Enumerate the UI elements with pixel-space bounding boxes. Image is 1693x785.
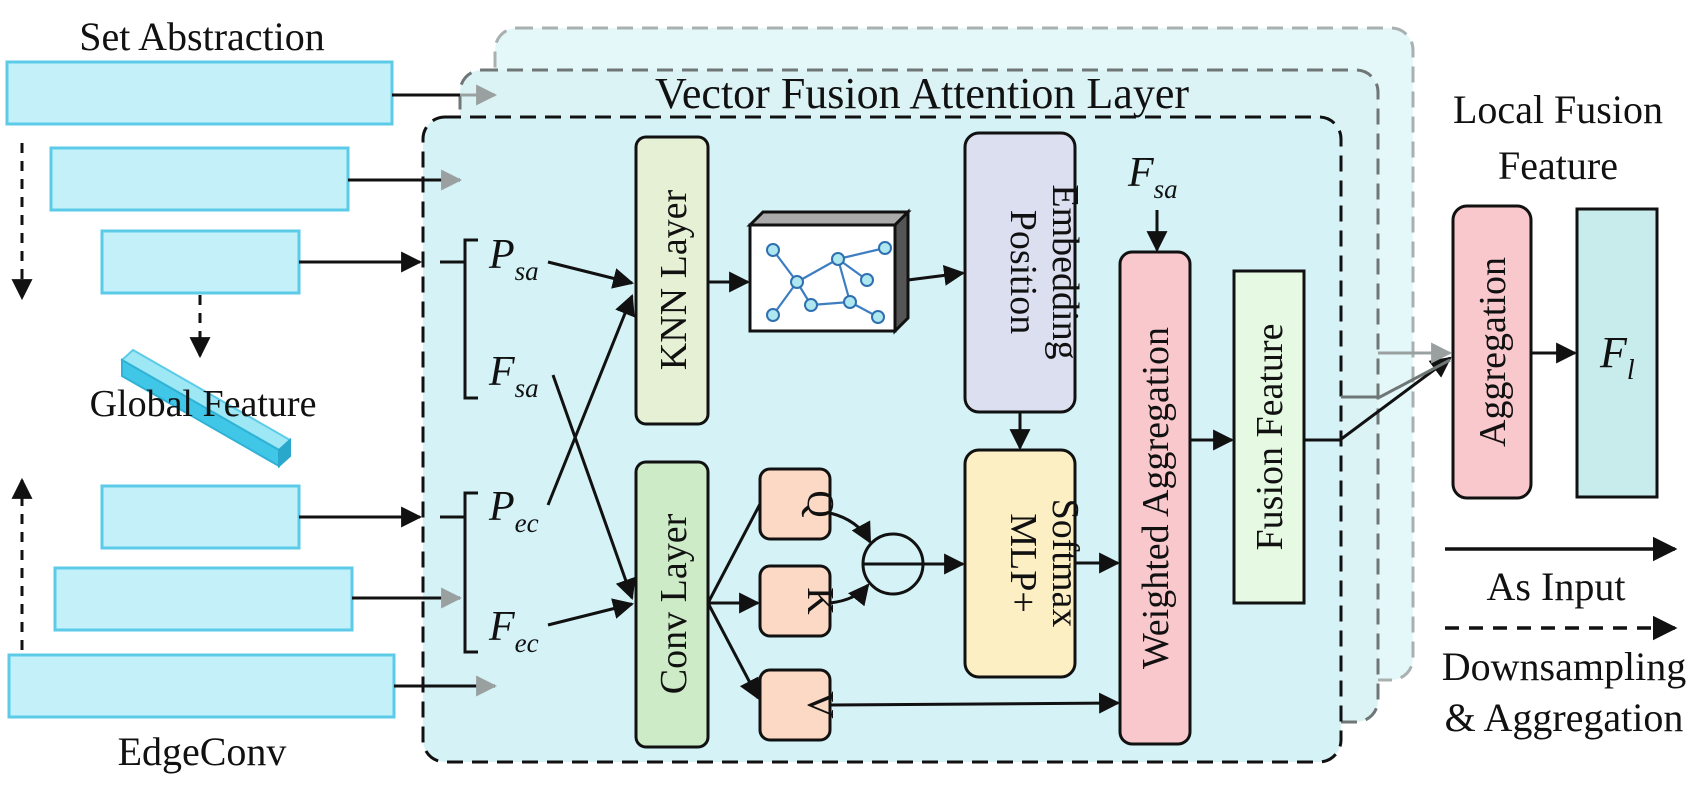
f-ec-label: Fec	[488, 604, 539, 658]
fl-output-block	[1575, 207, 1659, 499]
p-sa-label: Psa	[488, 232, 539, 286]
global-feature-label: Global Feature	[90, 383, 317, 425]
sa-input-bracket	[440, 238, 478, 400]
ec-input-bracket	[440, 491, 478, 654]
layer-title: Vector Fusion Attention Layer	[655, 69, 1189, 118]
conv-to-q-line	[706, 503, 762, 604]
f-sa-label: Fsa	[488, 349, 539, 403]
v-to-weighted-arrow	[829, 692, 1121, 714]
aggregation-label: Aggregation	[1472, 257, 1514, 447]
p-ec-label: Pec	[488, 484, 539, 538]
q-to-subtract-arrow	[829, 511, 872, 544]
knn-graph-icon	[746, 208, 912, 335]
ec-feature-bar-2	[53, 566, 354, 632]
p-ec-to-knn-arrow	[546, 294, 635, 506]
set-abstraction-title: Set Abstraction	[79, 14, 325, 59]
conv-to-v-arrow	[706, 602, 760, 700]
global-feature-bar	[120, 348, 292, 469]
legend-downsampling-1: Downsampling	[1442, 644, 1686, 689]
f-sa-top-label: Fsa	[1127, 150, 1178, 204]
legend-downsampling-2: & Aggregation	[1445, 695, 1684, 740]
sa-feature-bar-2	[49, 146, 350, 212]
conv-layer-label: Conv Layer	[653, 513, 695, 694]
back-panel-to-aggregation-arrow-2	[1341, 358, 1451, 399]
position-embedding-label-2: Embedding	[1044, 184, 1086, 359]
mlp-label-1: MLP+	[1002, 513, 1044, 613]
ec-feature-bar-1	[100, 484, 301, 550]
legend-as-input: As Input	[1487, 564, 1626, 609]
knn-layer-label: KNN Layer	[653, 189, 695, 370]
ec-feature-bar-3	[7, 653, 396, 719]
f-ec-to-conv-arrow	[547, 598, 635, 627]
graph-to-position-arrow	[907, 264, 966, 286]
sa-feature-bar-1	[5, 60, 394, 126]
sa-feature-bar-3	[100, 229, 301, 295]
weighted-aggregation-label: Weighted Aggregation	[1135, 327, 1177, 669]
edgeconv-title: EdgeConv	[118, 729, 287, 774]
weighted-aggregation-block	[1118, 250, 1192, 746]
fusion-feature-block	[1232, 269, 1306, 605]
fusion-feature-label: Fusion Feature	[1249, 324, 1291, 551]
k-to-subtract-arrow	[829, 583, 870, 607]
local-fusion-title-1: Local Fusion	[1453, 87, 1663, 132]
local-fusion-title-2: Feature	[1498, 143, 1618, 188]
position-embedding-label-1: Position	[1002, 210, 1044, 335]
p-sa-to-knn-arrow	[547, 260, 635, 289]
fusion-to-aggregation-arrow	[1304, 356, 1452, 442]
fl-label: Fl	[1599, 328, 1635, 386]
f-sa-to-conv-arrow	[551, 374, 636, 600]
